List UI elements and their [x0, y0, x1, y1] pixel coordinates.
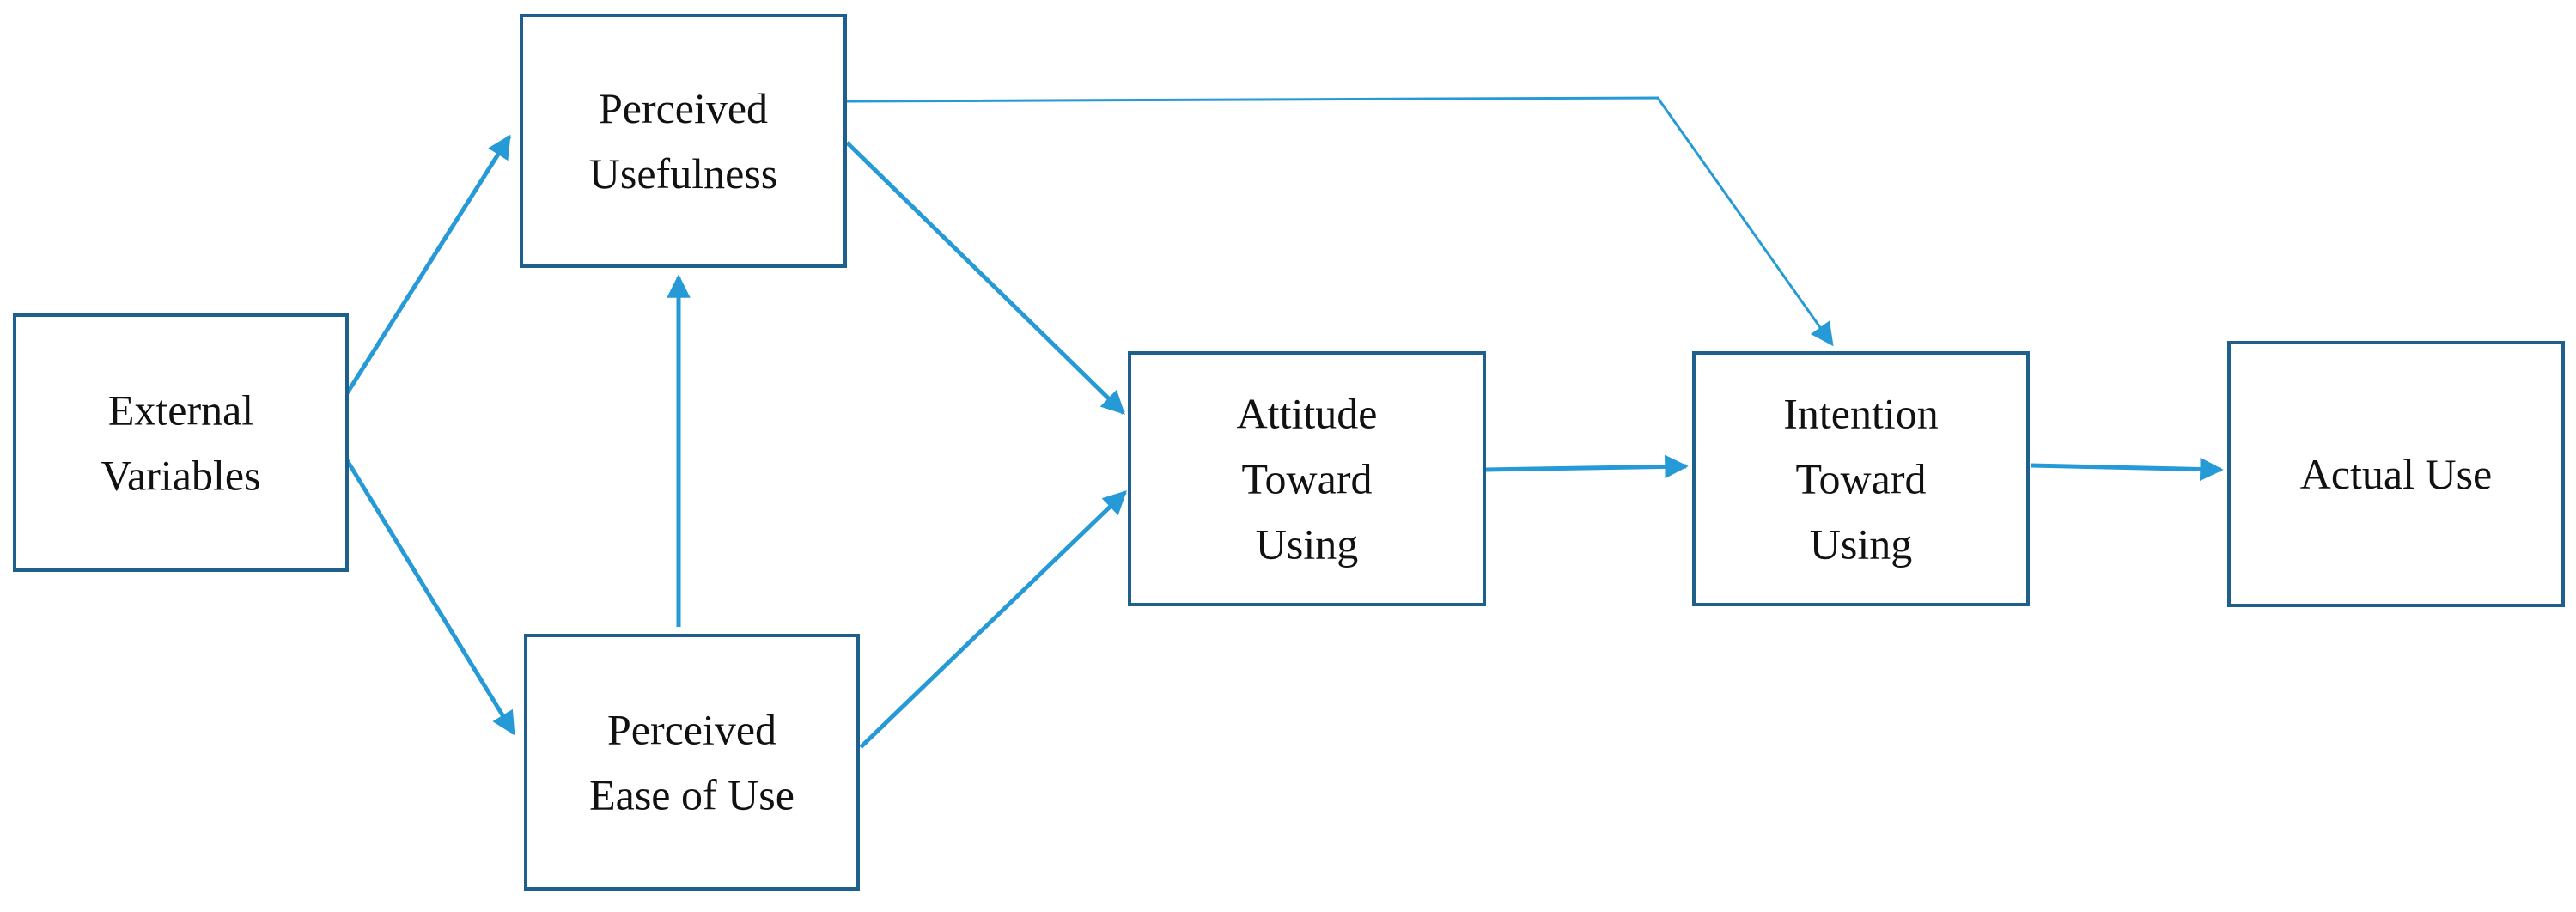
node-label-line: Toward — [1241, 455, 1372, 503]
node-actual-use: Actual Use — [2227, 341, 2565, 607]
node-label-line: Using — [1810, 520, 1912, 568]
arrow-external-variables-to-perceived-usefulness — [344, 134, 512, 395]
node-box-perceived-ease-of-use — [524, 634, 860, 891]
arrow-perceived-ease-of-use-to-attitude-toward-using — [859, 490, 1127, 749]
arrow-perceived-usefulness-to-attitude-toward-using — [845, 141, 1125, 415]
node-label-line: Toward — [1795, 455, 1926, 503]
node-label-line: Perceived — [607, 706, 776, 754]
node-label-line: Using — [1256, 520, 1358, 568]
node-label-line: External — [108, 386, 253, 435]
node-box-actual-use — [2227, 341, 2565, 607]
node-box-perceived-usefulness — [520, 14, 847, 268]
node-label-line: Perceived — [599, 84, 768, 132]
arrow-attitude-toward-using-to-intention-toward-using — [1485, 454, 1689, 479]
node-box-attitude-toward-using — [1128, 351, 1486, 606]
node-label-line: Attitude — [1237, 390, 1378, 438]
node-label-line: Ease of Use — [589, 771, 795, 819]
node-label-line: Variables — [100, 452, 260, 500]
node-label-line: Actual Use — [2300, 450, 2493, 498]
nodes-layer: ExternalVariablesPerceivedUsefulnessPerc… — [13, 14, 2565, 891]
edges-layer — [344, 96, 2224, 749]
node-label-line: Intention — [1783, 390, 1939, 438]
node-label-line: Usefulness — [589, 149, 777, 198]
arrow-external-variables-to-perceived-ease-of-use — [344, 459, 516, 736]
arrow-intention-toward-using-to-actual-use — [2030, 457, 2224, 482]
node-box-external-variables — [13, 313, 349, 572]
arrow-perceived-usefulness-to-intention-toward-using — [846, 96, 1834, 347]
node-box-intention-toward-using — [1692, 351, 2030, 606]
